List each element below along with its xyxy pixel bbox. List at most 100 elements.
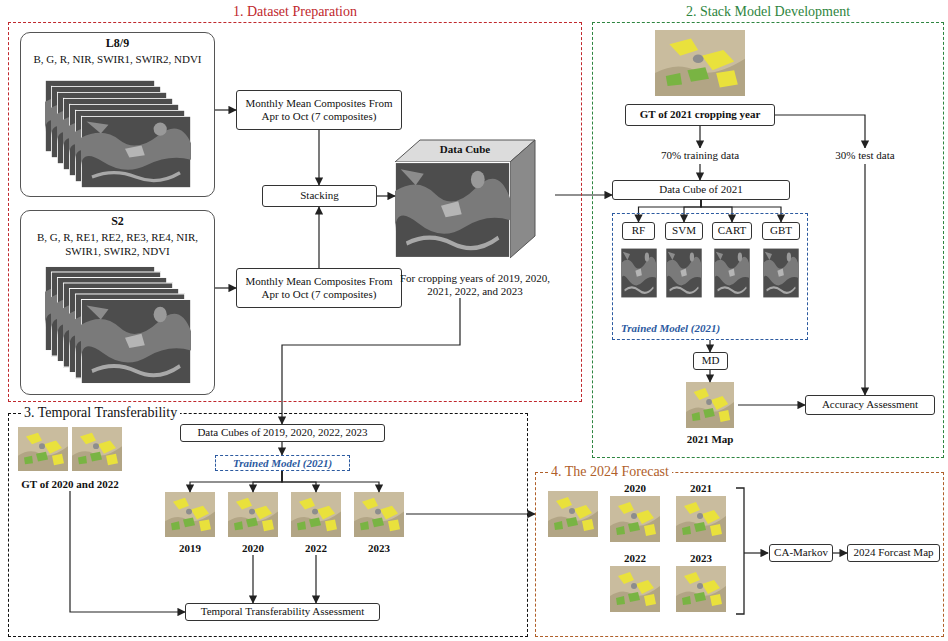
node-detail: B, G, R, NIR, SWIR1, SWIR2, NDVI <box>21 53 214 67</box>
node-label: 2022 <box>305 542 327 555</box>
flow-arrow <box>282 471 379 492</box>
model-box: RF <box>622 222 655 240</box>
satellite-layer <box>81 299 191 384</box>
section-region: 4. The 2024 Forecast2020202120222023CA-M… <box>535 472 944 637</box>
flow-arrow <box>701 200 781 222</box>
split-label: 30% test data <box>820 148 910 164</box>
flow-arrow <box>709 370 710 382</box>
process-box: Monthly Mean Composites From Apr to Oct … <box>236 268 402 308</box>
node-label: 2020 <box>242 542 264 555</box>
cube-side <box>510 140 535 258</box>
flow-arrow <box>215 109 236 110</box>
node-label: 2022 <box>624 552 646 565</box>
node-label: Data Cubes of 2019, 2020, 2022, 2023 <box>197 426 367 439</box>
node-label: 2023 <box>368 542 390 555</box>
process-box: Accuracy Assessment <box>805 395 935 415</box>
cube-front <box>395 162 510 258</box>
flow-arrow <box>864 164 865 395</box>
flow-arrow <box>215 287 236 288</box>
l8-image-stack <box>45 80 191 188</box>
flow-arrow <box>775 115 865 148</box>
section-region: 3. Temporal TransferabilityGT of 2020 an… <box>8 413 528 637</box>
node-label: L8/9 <box>21 36 214 51</box>
node-label: Monthly Mean Composites From Apr to Oct … <box>241 275 397 301</box>
map-node: 2023 <box>672 552 730 612</box>
node-label: GT of 2021 cropping year <box>640 108 761 121</box>
flow-arrow <box>709 340 710 352</box>
sensor-panel: L8/9 B, G, R, NIR, SWIR1, SWIR2, NDVI <box>20 32 215 197</box>
process-box: GT of 2021 cropping year <box>625 104 775 126</box>
satellite-layer <box>81 116 191 188</box>
node-label: 2021 Map <box>687 433 734 446</box>
process-box: Data Cube of 2021 <box>612 180 790 200</box>
section-title: 4. The 2024 Forecast <box>548 464 672 480</box>
section-region: 1. Dataset PreparationL8/9B, G, R, NIR, … <box>8 22 582 402</box>
group-bracket <box>736 488 744 614</box>
crop-map-image <box>548 491 598 537</box>
model-box: Trained Model (2021) <box>215 455 350 471</box>
node-label: RF <box>632 224 645 237</box>
map-node: 2020 <box>606 482 664 542</box>
node-label: 2023 <box>690 552 712 565</box>
node-label: GT of 2020 and 2022 <box>21 478 119 491</box>
node-label: 2024 Forcast Map <box>853 546 933 559</box>
node-label: Monthly Mean Composites From Apr to Oct … <box>241 97 397 123</box>
node-label: 2020 <box>624 482 646 495</box>
gt-map <box>72 427 122 471</box>
process-box: 2024 Forcast Map <box>847 544 940 562</box>
flow-arrow <box>833 552 847 553</box>
data-cube: Data CubeFor cropping years of 2019, 202… <box>395 140 555 298</box>
node-detail: For cropping years of 2019, 2020, 2021, … <box>395 272 555 298</box>
process-box: CA-Markov <box>769 544 833 562</box>
node-label: 70% training data <box>661 149 739 162</box>
crop-map-image <box>676 566 726 612</box>
node-detail: B, G, R, RE1, RE2, RE3, RE4, NIR, SWIR1,… <box>21 231 214 259</box>
flow-arrow <box>701 200 732 222</box>
crop-map-image <box>354 492 404 537</box>
node-label: 30% test data <box>835 149 894 162</box>
flow-arrow <box>318 207 319 268</box>
section-title: 2. Stack Model Development <box>686 4 850 20</box>
crop-map-image <box>686 382 734 428</box>
node-label: Data Cube <box>440 140 510 155</box>
node-label: GBT <box>770 224 792 237</box>
map-node: 2019 <box>163 492 217 555</box>
flow-arrow <box>738 404 805 405</box>
process-box: Monthly Mean Composites From Apr to Oct … <box>236 90 402 130</box>
flow-arrow <box>315 555 316 603</box>
node-label: Trained Model (2021) <box>233 457 332 469</box>
flow-arrow <box>377 195 395 196</box>
section-title: 1. Dataset Preparation <box>233 4 357 20</box>
node-label: 2019 <box>179 542 201 555</box>
section-region: 2. Stack Model DevelopmentGT of 2021 cro… <box>592 22 944 458</box>
node-label: Accuracy Assessment <box>822 398 918 411</box>
flow-arrow <box>406 513 535 514</box>
flow-arrow <box>282 298 460 424</box>
map-node: 2020 <box>226 492 280 555</box>
node-label: Trained Model (2021) <box>621 322 720 334</box>
map-node: GT of 2020 and 2022 <box>15 425 125 491</box>
bracket-arrow <box>744 552 768 553</box>
flow-arrow <box>253 471 282 492</box>
node-label: CART <box>718 224 747 237</box>
node-label: Data Cube of 2021 <box>659 183 742 196</box>
data-cube-figure <box>395 140 535 258</box>
model-output-image <box>763 248 799 298</box>
model-output-image <box>666 248 702 298</box>
flow-arrow <box>281 442 282 455</box>
flow-arrow <box>318 130 319 185</box>
node-label: MD <box>702 354 720 367</box>
node-label: CA-Markov <box>774 546 828 559</box>
map-node: 2022 <box>606 552 664 612</box>
section-title: 3. Temporal Transferability <box>21 405 180 421</box>
crop-map-image <box>610 496 660 542</box>
crop-map-image <box>676 496 726 542</box>
model-output-image <box>714 248 750 298</box>
flow-arrow <box>639 200 702 222</box>
flow-arrow <box>684 200 701 222</box>
flow-arrow <box>70 491 185 612</box>
map-node: 2021 <box>672 482 730 542</box>
model-box: CART <box>712 222 752 240</box>
flow-arrow <box>699 126 700 148</box>
flow-arrow <box>699 164 700 180</box>
